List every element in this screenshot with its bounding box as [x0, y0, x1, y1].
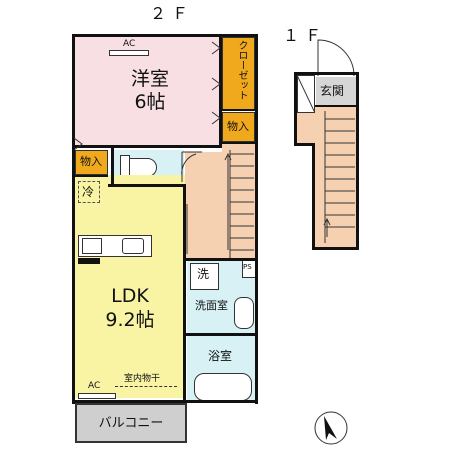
wall-western-bottom [72, 145, 222, 148]
sink-icon [122, 238, 144, 254]
staircase-2f [229, 150, 254, 258]
fridge-label: 冷 [82, 185, 95, 199]
wall-ldk-right [183, 185, 186, 403]
wall-right [255, 34, 258, 404]
indoor-drying-rail [115, 386, 177, 387]
washroom-label: 洗面室 [195, 299, 228, 312]
washer-box [190, 263, 219, 290]
entrance-door-icon [317, 39, 355, 77]
door-swings-2f [73, 41, 221, 254]
wall-toilet-bottom [108, 184, 186, 187]
wall-1f-bottom [312, 247, 359, 250]
wall-bath-top [183, 333, 258, 336]
wash-basin [234, 297, 254, 329]
wall-1f-entrance-bottom [315, 105, 356, 107]
storage-upper [222, 112, 255, 142]
floor-label-2f: ２Ｆ [150, 4, 195, 23]
wall-1f-top [294, 72, 359, 75]
storage-left-label: 物入 [80, 155, 102, 168]
indoor-drying-label: 室内物干 [124, 374, 161, 384]
wall-storage-left-bottom [72, 175, 108, 177]
staircase-1f [323, 111, 355, 243]
ps-label: PS [243, 263, 252, 271]
north-arrow-icon [314, 411, 348, 445]
wall-closet-bottom [219, 109, 255, 111]
balcony [75, 403, 187, 443]
ldk-name: LDK [111, 285, 149, 307]
corridor-center [185, 152, 222, 260]
balcony-label: バルコニー [98, 416, 164, 431]
wall-left [72, 34, 75, 404]
wall-1f-left-upper [294, 72, 297, 146]
stair-1f [315, 107, 356, 247]
washer-label: 洗 [197, 267, 210, 281]
wall-closet-left [219, 37, 222, 147]
storage-upper-label: 物入 [227, 120, 249, 133]
floor-label-1f: １Ｆ [283, 26, 328, 45]
closet-label: クローゼット [236, 40, 247, 100]
corridor-1f [297, 113, 315, 143]
stove-burner-icon [82, 238, 102, 254]
wall-1f-right [356, 72, 359, 250]
western-room-size: 6帖 [134, 91, 166, 113]
ldk-ac-label: AC [88, 381, 101, 391]
ldk-ac-unit [78, 393, 116, 399]
western-room-ac-label: AC [123, 39, 136, 49]
stair-direction-arrow-icon [224, 152, 232, 250]
ldk-room [75, 175, 185, 398]
storage-left [75, 150, 108, 175]
bathtub [194, 373, 252, 401]
kitchen-wall-segment [78, 258, 100, 264]
wall-1f-inner-left [312, 143, 315, 250]
ldk-size: 9.2帖 [105, 309, 155, 331]
wall-wet-top [183, 258, 258, 261]
wall-storage-bottom [219, 142, 255, 144]
wall-1f-step [294, 143, 315, 146]
entrance [316, 77, 356, 107]
western-room-name: 洋室 [130, 68, 169, 90]
wall-top [72, 34, 258, 37]
bathroom-label: 浴室 [208, 349, 233, 363]
wall-toilet-left [111, 148, 114, 185]
fridge-space [78, 181, 100, 203]
wall-bottom [72, 400, 258, 403]
entrance-label: 玄関 [320, 84, 345, 98]
shoe-box-cross [297, 75, 315, 113]
western-room-ac-unit [109, 50, 149, 56]
